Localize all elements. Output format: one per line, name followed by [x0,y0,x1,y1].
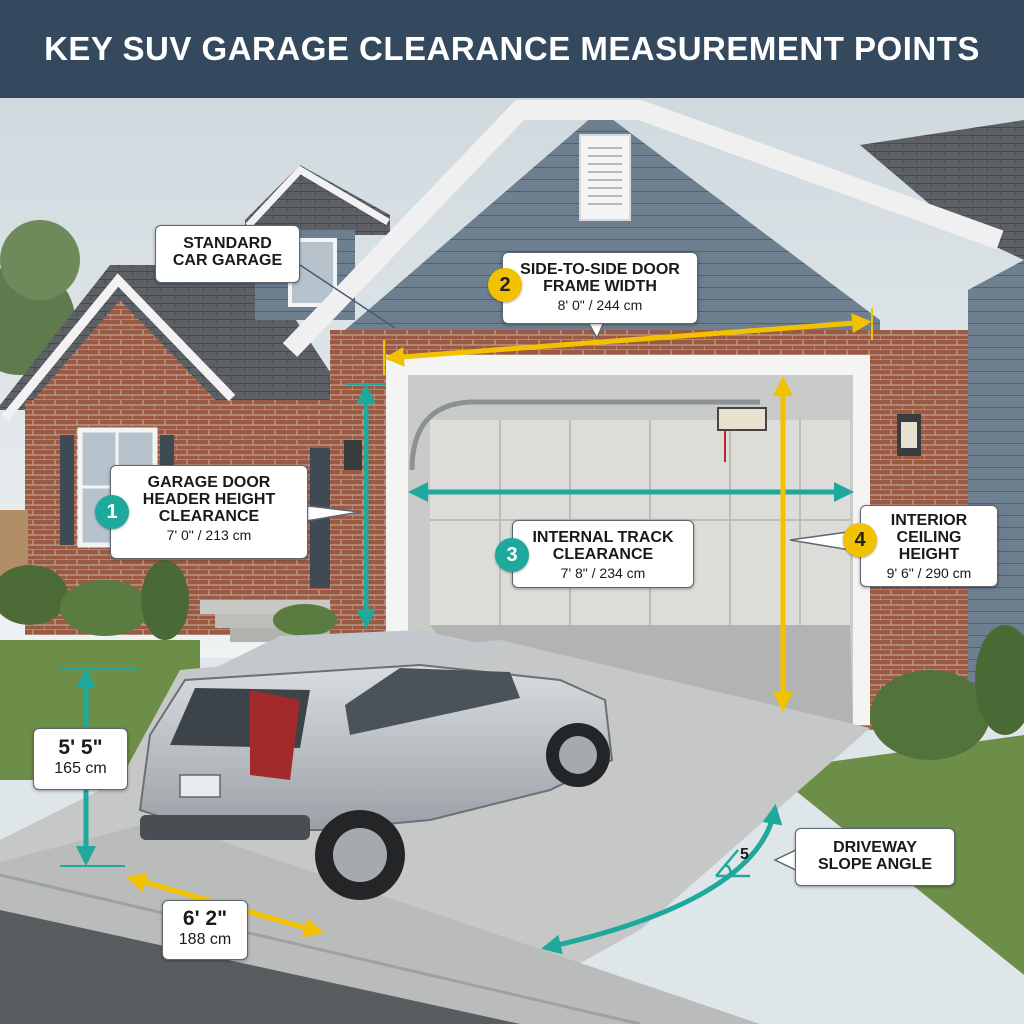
left-house-gable [25,300,225,410]
badge-4: 4 [843,523,877,557]
badge-5: 5 [740,846,749,863]
vent-slats [588,147,622,205]
vehicle-height-imperial: 5' 5" [58,736,103,759]
callout-value: 7' 8" / 234 cm [560,565,646,581]
door-track [409,399,760,471]
header-height-callout: GARAGE DOOR HEADER HEIGHT CLEARANCE 7' 0… [110,465,308,559]
callout-line: DRIVEWAY [833,839,917,856]
callout-line: CLEARANCE [158,508,260,525]
suv [138,630,614,900]
track-clearance-callout: INTERNAL TRACK CLEARANCE 7' 8" / 234 cm [512,520,694,588]
callout-line: CLEARANCE [552,546,654,563]
callout-line: SIDE-TO-SIDE DOOR [520,261,680,278]
slope-arc-arrow [541,804,783,955]
garage-trim [282,100,1004,357]
suv-plate [179,774,221,798]
callout-line: HEADER HEIGHT [142,491,276,508]
vehicle-width-label: 6' 2" 188 cm [162,900,248,960]
callout-line: CEILING [896,529,962,546]
callout-line: INTERIOR [890,512,968,529]
gable-vent [579,134,631,221]
suv-taillight [250,690,300,780]
callout-line: CAR GARAGE [172,252,283,269]
badge-1: 1 [95,495,129,529]
shrub [273,604,337,636]
callout-value: 9' 6" / 290 cm [886,565,972,581]
callout-line: STANDARD [183,235,272,252]
callout-line: SLOPE ANGLE [817,856,933,873]
wall-lamp [344,440,362,470]
vehicle-width-metric: 188 cm [178,931,232,948]
callout-line: FRAME WIDTH [543,278,657,295]
vehicle-height-label: 5' 5" 165 cm [33,728,128,790]
left-house-trim [1,273,236,421]
vehicle-width-imperial: 6' 2" [182,907,228,930]
callout-line: GARAGE DOOR [147,474,271,491]
callout-line: INTERNAL TRACK [532,529,674,546]
garage-opener [717,407,767,431]
side-wall [968,260,1024,720]
page-title: KEY SUV GARAGE CLEARANCE MEASUREMENT POI… [44,30,980,67]
shrub [975,625,1024,735]
badge-3: 3 [495,538,529,572]
title-bar: KEY SUV GARAGE CLEARANCE MEASUREMENT POI… [0,0,1024,98]
suv-bumper [140,815,310,840]
standard-garage-callout: STANDARD CAR GARAGE [155,225,300,283]
shrub [0,565,68,625]
badge-2: 2 [488,268,522,302]
suv-roof [215,630,520,668]
ceiling-height-callout: INTERIOR CEILING HEIGHT 9' 6" / 290 cm [860,505,998,587]
leader-line [299,264,396,329]
door-width-callout: SIDE-TO-SIDE DOOR FRAME WIDTH 8' 0" / 24… [502,252,698,324]
vehicle-height-metric: 165 cm [54,760,107,777]
shrub [141,560,189,640]
callout-line: HEIGHT [898,546,960,563]
shutter [60,435,74,545]
tree [0,220,80,300]
driveway-slope-callout: DRIVEWAY SLOPE ANGLE [795,828,955,886]
dormer-roof [245,165,390,235]
garage-gable [345,110,880,345]
dormer-trim [245,165,390,229]
door-width-arrow [384,313,872,367]
slope-angle-icon [715,849,750,878]
shrub [60,580,150,636]
callout-value: 8' 0" / 244 cm [557,297,643,313]
shrub [870,670,990,760]
suv-side-window [345,668,520,735]
callout-value: 7' 0" / 213 cm [166,527,252,543]
road [0,910,520,1024]
